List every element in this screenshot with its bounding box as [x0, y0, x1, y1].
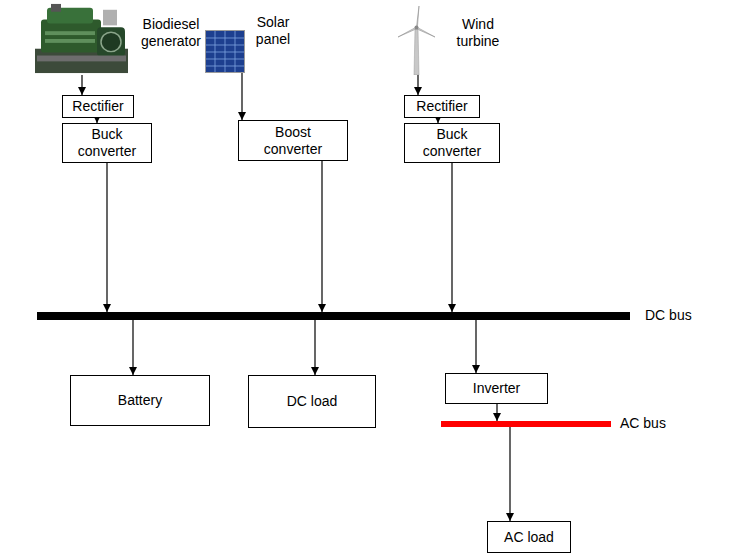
- flow-arrow: [81, 75, 82, 95]
- boost-converter-box: Boost converter: [238, 120, 348, 161]
- flow-arrow: [509, 427, 510, 521]
- box-label: DC load: [287, 393, 338, 410]
- box-label: Buck converter: [68, 126, 146, 160]
- flow-arrow: [132, 320, 133, 375]
- box-label: Buck converter: [410, 126, 494, 160]
- box-label: Boost converter: [244, 124, 342, 158]
- biodiesel-generator: Biodiesel generator: [33, 2, 130, 75]
- flow-arrow: [417, 75, 418, 95]
- box-label: Rectifier: [72, 98, 123, 115]
- source-label: Biodiesel generator: [135, 16, 207, 50]
- buck-converter-box: Buck converter: [62, 123, 152, 163]
- box-label: Rectifier: [416, 98, 467, 115]
- source-label: Wind turbine: [448, 16, 508, 50]
- solar-panel: Solar panel: [205, 30, 245, 73]
- dc-bus: DC bus: [37, 312, 630, 320]
- buck-converter-box: Buck converter: [404, 123, 500, 163]
- ac-bus: AC bus: [441, 421, 611, 427]
- wind-turbine-illustration: [390, 5, 445, 75]
- rectifier-box: Rectifier: [62, 95, 134, 118]
- box-label: Inverter: [473, 380, 520, 397]
- flow-arrow: [451, 163, 452, 312]
- flow-arrow: [321, 161, 322, 312]
- flow-arrow: [106, 163, 107, 312]
- flow-arrow: [496, 404, 497, 421]
- inverter-box: Inverter: [445, 373, 548, 404]
- box-label: Battery: [118, 392, 162, 409]
- flow-arrow: [475, 320, 476, 373]
- box-label: AC load: [504, 529, 554, 546]
- bus-label: DC bus: [645, 307, 692, 324]
- generator-illustration: [33, 2, 130, 75]
- source-label: Solar panel: [251, 14, 295, 48]
- wind-turbine: Wind turbine: [390, 5, 445, 75]
- flow-arrow: [241, 73, 242, 120]
- dc-load-box: DC load: [248, 375, 376, 428]
- ac-load-box: AC load: [487, 521, 571, 553]
- rectifier-box: Rectifier: [404, 95, 480, 118]
- battery-box: Battery: [70, 375, 210, 426]
- flow-arrow: [314, 320, 315, 375]
- bus-label: AC bus: [620, 415, 666, 432]
- solar-panel-illustration: [205, 30, 245, 73]
